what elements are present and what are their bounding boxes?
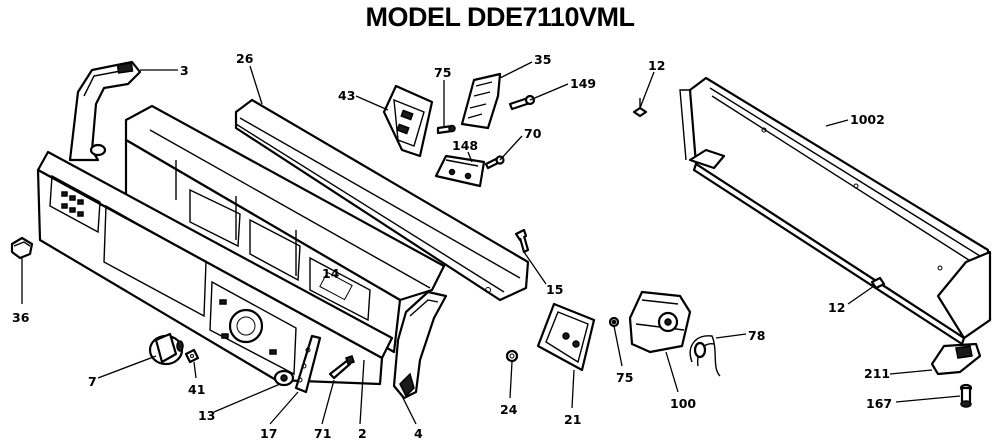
callout-2: 2 — [358, 426, 367, 441]
part-71-screw — [328, 355, 355, 380]
part-211-bracket — [930, 342, 982, 376]
callout-1002: 1002 — [850, 112, 885, 127]
part-75-screw-top — [436, 124, 456, 135]
callout-41: 41 — [188, 382, 205, 397]
callout-4: 4 — [414, 426, 423, 441]
callout-labels: 3 26 43 75 35 149 12 1002 148 70 15 12 3… — [12, 51, 892, 441]
part-75-screw-bottom — [608, 316, 620, 328]
part-7-knob — [148, 332, 184, 366]
callout-14: 14 — [322, 266, 340, 281]
part-1002-backguard — [679, 76, 992, 346]
part-35-switch — [460, 72, 502, 130]
callout-75: 75 — [616, 370, 633, 385]
callout-70: 70 — [524, 126, 542, 141]
part-148-terminal — [434, 154, 486, 188]
part-167-screw — [959, 383, 973, 408]
part-4-end-cap — [392, 290, 448, 400]
part-78-wire-clip — [689, 335, 721, 377]
diagram-title: MODEL DDE7110VML — [365, 2, 635, 32]
callout-35: 35 — [534, 52, 551, 67]
callout-7: 7 — [88, 374, 97, 389]
part-43-bracket — [382, 84, 434, 158]
part-15-screw — [514, 228, 530, 254]
callout-3: 3 — [180, 63, 189, 78]
part-17-strip — [294, 334, 322, 394]
callout-17: 17 — [260, 426, 277, 441]
part-3-end-bracket — [68, 60, 142, 162]
part-12-pin-bottom — [870, 276, 886, 290]
part-13-knob — [273, 369, 295, 387]
leader-lines — [21, 61, 961, 425]
callout-43: 43 — [338, 88, 355, 103]
callout-13: 13 — [198, 408, 215, 423]
callout-12: 12 — [648, 58, 665, 73]
part-26-trim-strip — [234, 98, 530, 302]
part-149-screw — [508, 94, 536, 111]
part-21-control-board — [536, 302, 596, 372]
callout-21: 21 — [564, 412, 581, 427]
callout-12: 12 — [828, 300, 845, 315]
callout-100: 100 — [670, 396, 696, 411]
callout-75: 75 — [434, 65, 451, 80]
part-2-control-panel — [36, 150, 394, 386]
callout-24: 24 — [500, 402, 518, 417]
part-24-nut — [505, 349, 519, 363]
callout-148: 148 — [452, 138, 478, 153]
part-41-clip — [184, 348, 200, 364]
callout-36: 36 — [12, 310, 30, 325]
callout-26: 26 — [236, 51, 254, 66]
part-100-timer — [628, 290, 692, 354]
callout-78: 78 — [748, 328, 765, 343]
callout-71: 71 — [314, 426, 331, 441]
callout-15: 15 — [546, 282, 563, 297]
callout-149: 149 — [570, 76, 596, 91]
part-36-knob — [10, 236, 34, 260]
display-buttons — [61, 191, 277, 355]
callout-167: 167 — [866, 396, 892, 411]
callout-211: 211 — [864, 366, 890, 381]
